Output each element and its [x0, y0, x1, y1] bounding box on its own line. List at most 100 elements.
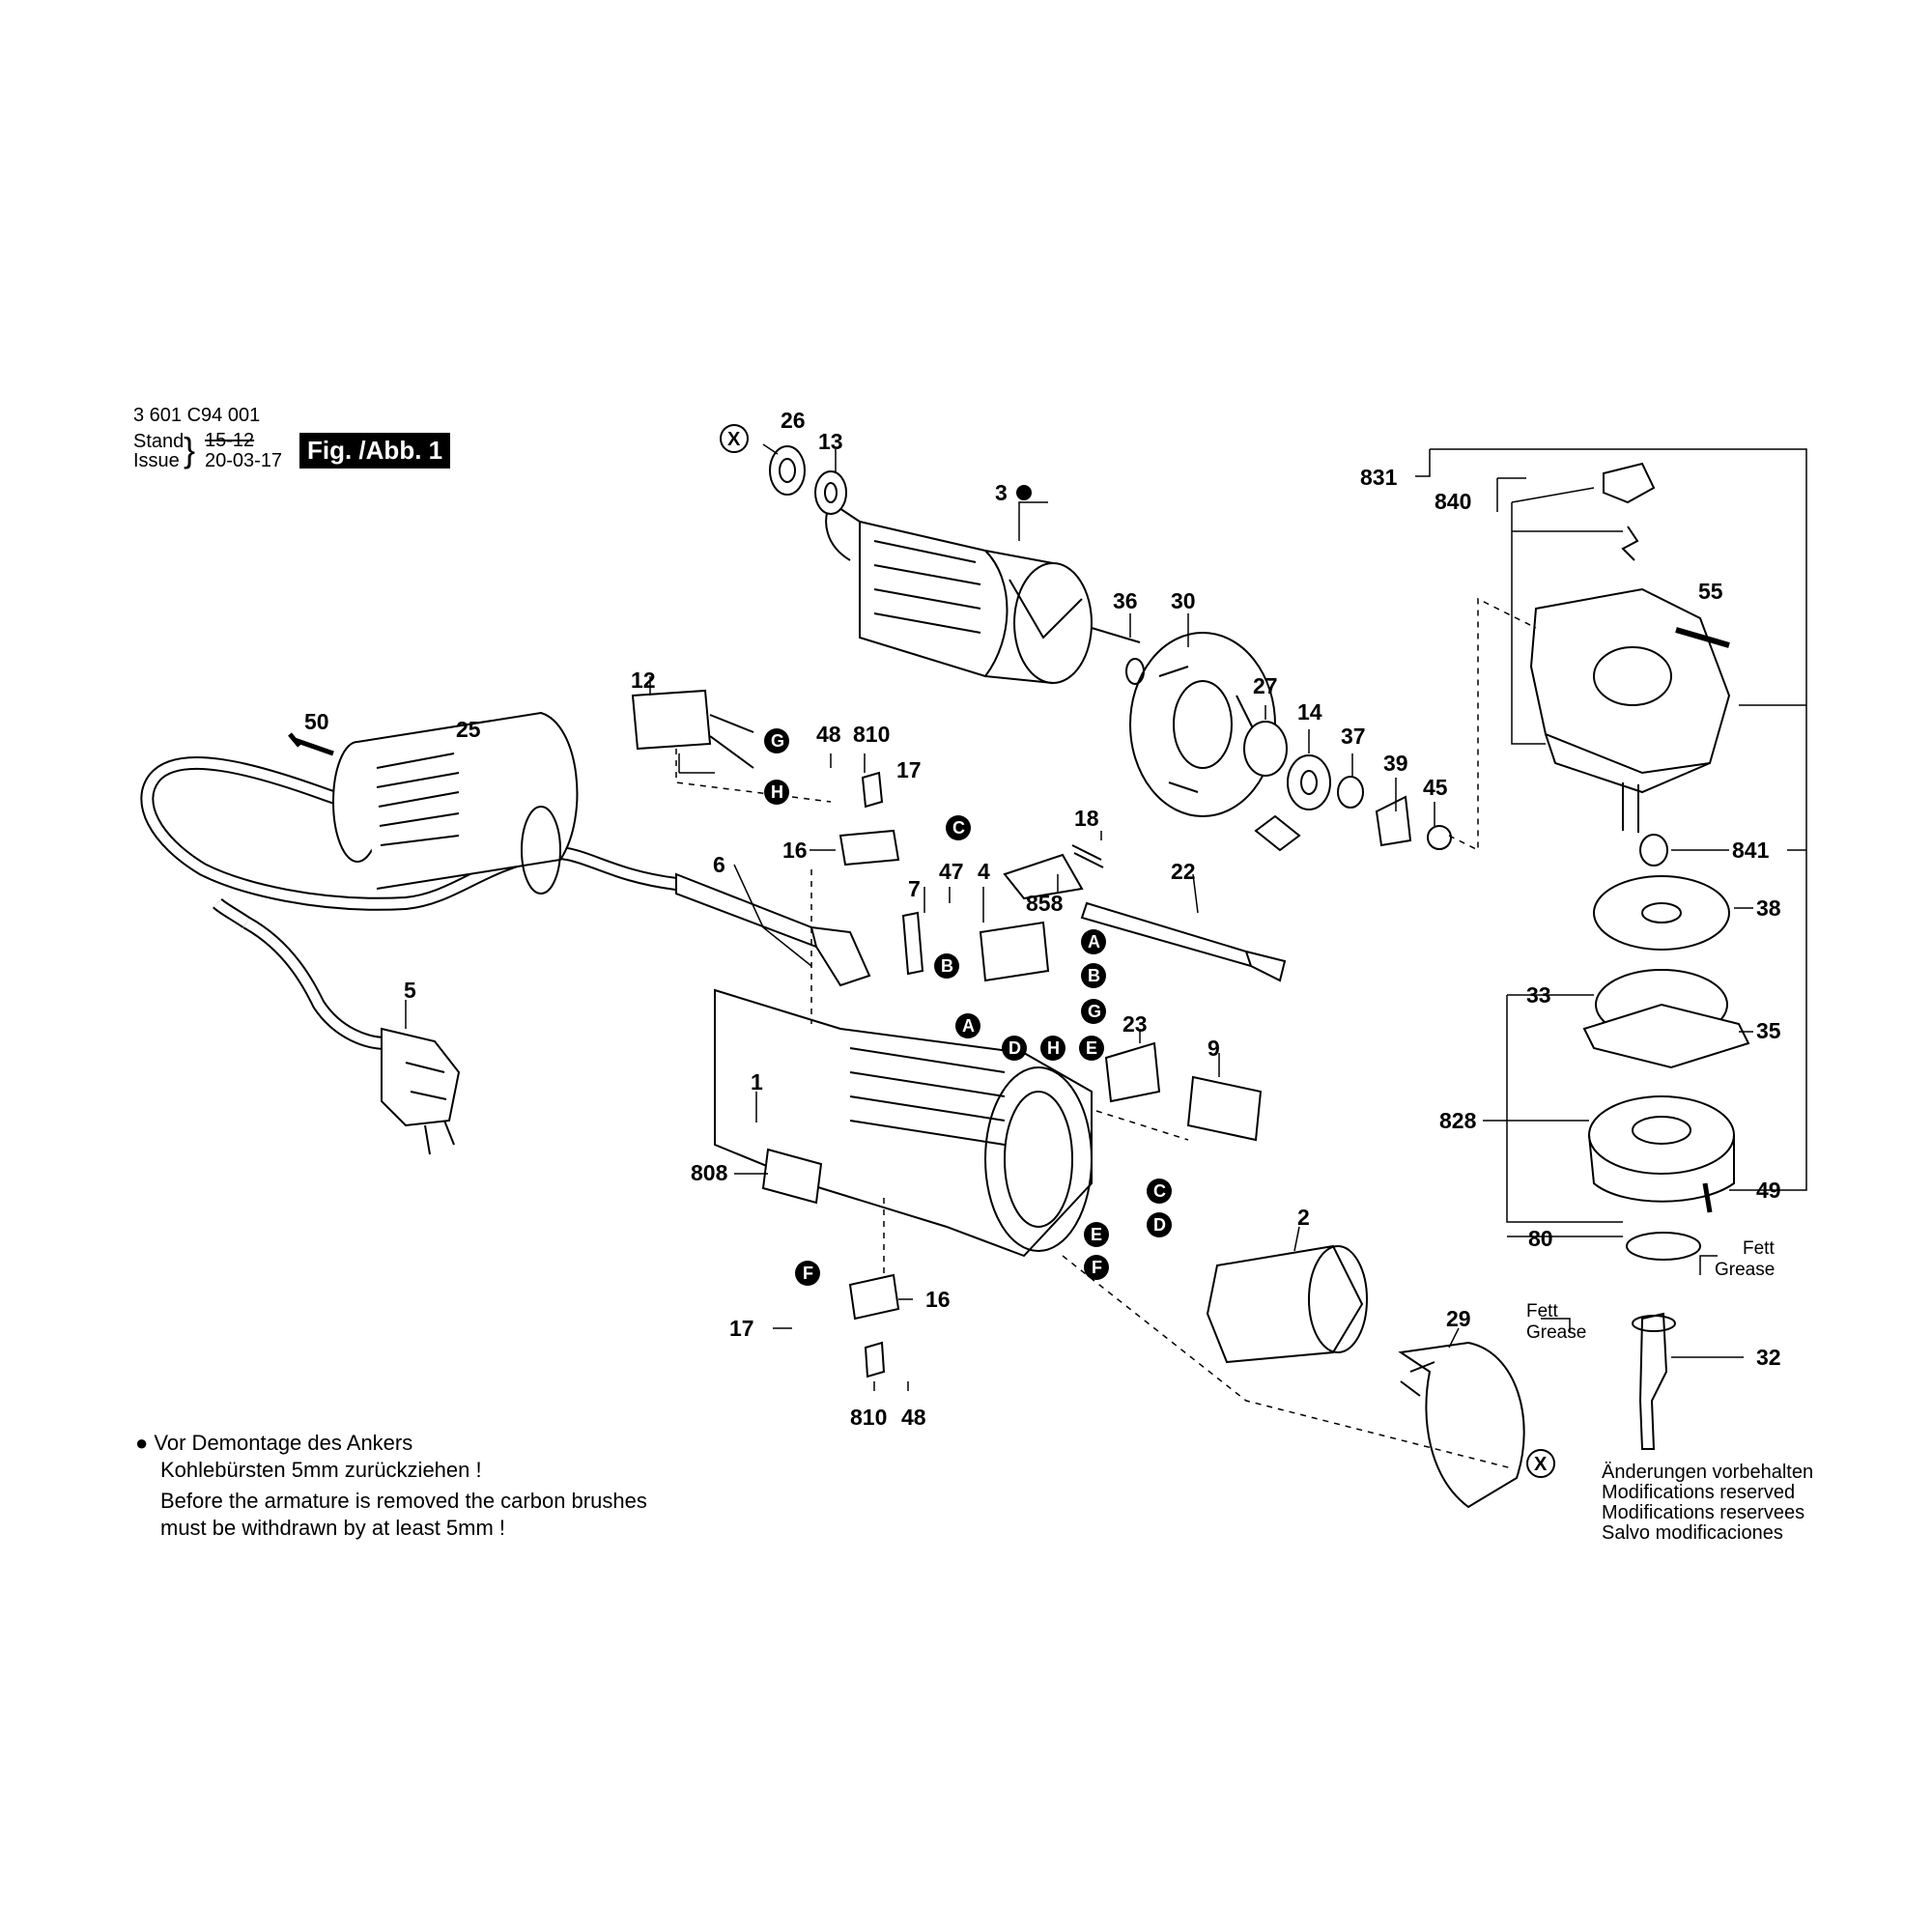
screw-55 — [1675, 627, 1730, 648]
modifications-de: Änderungen vorbehalten — [1602, 1462, 1814, 1483]
pinion-39 — [1375, 795, 1412, 847]
svg-text:G: G — [1088, 1002, 1101, 1021]
label-48: 48 — [816, 722, 841, 747]
connector-g-1: G — [764, 728, 789, 753]
connector-badges: G H C A B B G A D H E C D E F F — [764, 728, 1172, 1286]
issue-label: Issue — [133, 450, 180, 471]
label-16: 16 — [782, 838, 808, 863]
bearing-841 — [1639, 834, 1668, 867]
switch-lever — [1003, 853, 1084, 900]
suppressor-12 — [631, 689, 712, 751]
label-9: 9 — [1208, 1036, 1220, 1061]
label-12: 12 — [631, 668, 656, 693]
connector-d-1: D — [1002, 1036, 1027, 1061]
modifications-en: Modifications reserved — [1602, 1482, 1796, 1503]
modifications-es: Salvo modificaciones — [1602, 1522, 1783, 1544]
label-831: 831 — [1360, 465, 1398, 490]
label-4: 4 — [978, 859, 990, 884]
label-29: 29 — [1446, 1306, 1471, 1331]
ring-27 — [1243, 721, 1288, 777]
label-25: 25 — [456, 717, 481, 742]
connector-f-2: F — [795, 1261, 820, 1286]
modifications-notice: Änderungen vorbehalten Modifications res… — [1602, 1463, 1813, 1544]
connector-a-1: A — [1081, 929, 1106, 954]
figure-label: Fig. /Abb. 1 — [299, 433, 451, 469]
x-marks: X X — [720, 424, 1555, 1478]
svg-text:D: D — [1009, 1038, 1021, 1058]
svg-text:A: A — [1088, 932, 1100, 952]
leader-lines — [405, 443, 1807, 1469]
label-80: 80 — [1528, 1226, 1553, 1251]
note-de-line2: Kohlebürsten 5mm zurückziehen ! — [160, 1458, 482, 1482]
label-16-lower: 16 — [925, 1287, 951, 1312]
svg-text:A: A — [962, 1016, 975, 1036]
connector-c-1: C — [946, 815, 971, 840]
plug-5 — [381, 1027, 461, 1155]
label-7: 7 — [908, 876, 921, 901]
svg-text:E: E — [1086, 1038, 1097, 1058]
brush-holder-16-lower — [848, 1273, 900, 1321]
connector-e-2: E — [1084, 1222, 1109, 1247]
connector-b-2: B — [1081, 963, 1106, 988]
label-22: 22 — [1171, 859, 1196, 884]
grease-note-2-line2: Grease — [1526, 1322, 1586, 1343]
label-810: 810 — [853, 722, 890, 747]
spindle-32 — [1638, 1312, 1668, 1450]
label-49: 49 — [1756, 1178, 1781, 1203]
armature-3 — [825, 500, 1141, 684]
label-17: 17 — [896, 757, 922, 782]
svg-text:C: C — [1153, 1181, 1166, 1201]
bearing-flange-828 — [1588, 1095, 1735, 1203]
label-18: 18 — [1074, 806, 1099, 831]
label-17-lower: 17 — [729, 1316, 754, 1341]
switch-rod-22 — [1080, 901, 1253, 968]
plate-35 — [1582, 1003, 1750, 1069]
screw-49 — [1702, 1182, 1713, 1213]
washer-37 — [1337, 776, 1364, 809]
nut-45 — [1427, 825, 1452, 850]
gear-housing-831 — [1529, 587, 1731, 794]
stand-label: Stand — [133, 431, 185, 452]
svg-text:D: D — [1153, 1215, 1166, 1235]
label-50: 50 — [304, 709, 329, 734]
label-9 — [1186, 1075, 1263, 1142]
brace-symbol: } — [184, 430, 196, 469]
bullet-symbol: ● — [135, 1431, 149, 1455]
connector-h-1: H — [764, 780, 789, 805]
washer-36 — [1125, 658, 1145, 685]
label-27: 27 — [1253, 673, 1278, 698]
svg-text:B: B — [941, 956, 953, 976]
stand-date: 15-12 — [205, 430, 255, 451]
brush-810 — [861, 771, 884, 809]
lock-button-840 — [1603, 462, 1656, 504]
label-36: 36 — [1113, 588, 1138, 613]
connector-d-2: D — [1147, 1212, 1172, 1237]
connector-e-1: E — [1079, 1036, 1104, 1061]
label-26: 26 — [781, 408, 806, 433]
label-13: 13 — [818, 429, 843, 454]
spring-18 — [1071, 844, 1104, 868]
svg-text:F: F — [803, 1264, 813, 1283]
label-35: 35 — [1756, 1018, 1781, 1043]
svg-text:E: E — [1091, 1225, 1102, 1244]
rear-cover-25 — [332, 711, 579, 895]
wheel-guard-29 — [1398, 1341, 1525, 1509]
part-labels: 26 13 3 36 30 27 14 37 39 45 12 48 810 1… — [304, 408, 1781, 1430]
screw-50 — [288, 732, 334, 756]
bearing-26 — [769, 445, 806, 496]
washer-80 — [1626, 1232, 1701, 1261]
label-3: 3 — [995, 480, 1008, 505]
label-30: 30 — [1171, 588, 1196, 613]
label-828: 828 — [1439, 1108, 1477, 1133]
label-858: 858 — [1026, 891, 1064, 916]
bearing-14 — [1287, 754, 1331, 810]
label-45: 45 — [1423, 775, 1448, 800]
label-2: 2 — [1297, 1205, 1310, 1230]
switch-4 — [979, 921, 1050, 982]
connector-a-2: A — [955, 1013, 980, 1038]
brush-holder-16 — [838, 829, 900, 867]
armature-note: ● Vor Demontage des Ankers Kohlebürsten … — [135, 1430, 647, 1542]
label-840: 840 — [1435, 489, 1471, 514]
label-808 — [761, 1148, 823, 1205]
